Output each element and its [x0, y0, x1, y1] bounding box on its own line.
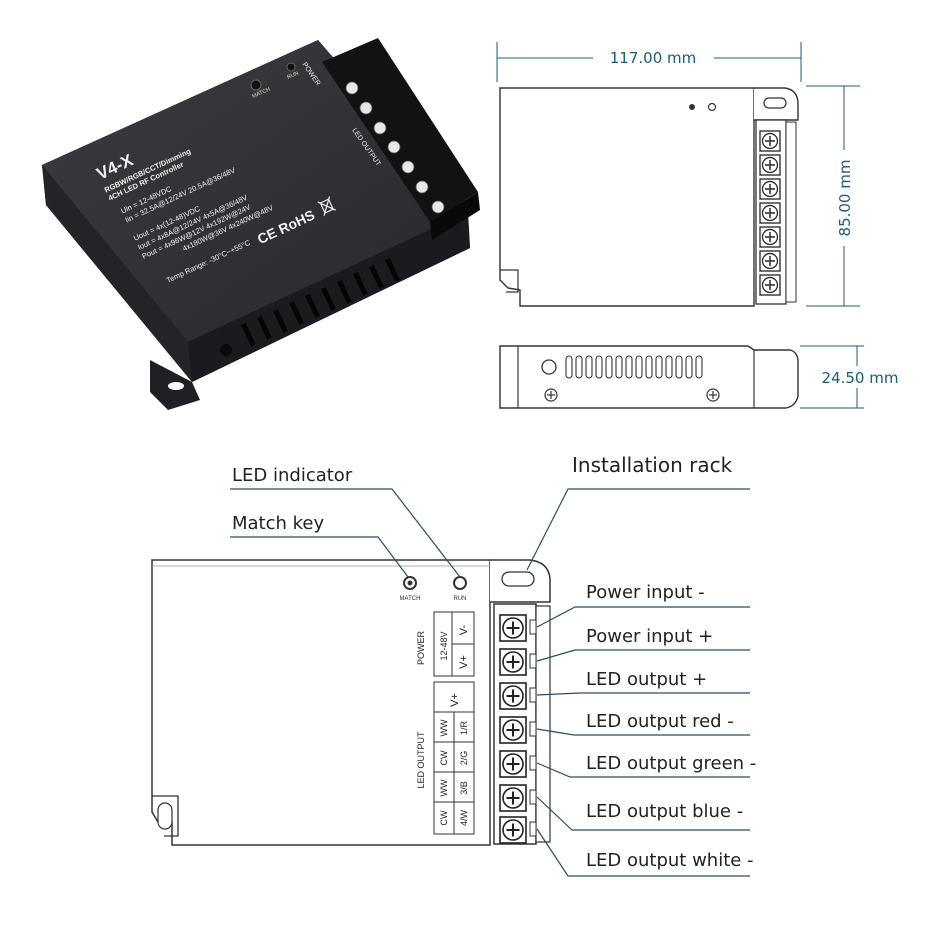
callout-led-indicator: LED indicator: [232, 465, 353, 486]
product-photo: MATCH RUN V4-X RGBW/RGB/CCT/Dimming 4CH …: [42, 38, 480, 410]
side-view-slots: [565, 355, 703, 379]
terminal-ch1: 1/R: [459, 721, 469, 736]
callout-led-output-blue: LED output blue -: [586, 801, 743, 822]
dimension-height: [806, 85, 860, 307]
callout-led-output-plus: LED output +: [586, 669, 707, 690]
dimension-width: [496, 42, 802, 82]
callout-power-input-plus: Power input +: [586, 626, 713, 647]
terminal-cw-1: CW: [439, 750, 449, 765]
top-view-body: [499, 87, 755, 307]
terminal-v-plus: V+: [458, 655, 470, 669]
match-button-3d: [250, 79, 262, 91]
diagram-match-label: MATCH: [400, 596, 421, 602]
side-hole: [220, 344, 232, 356]
top-view-led-hole: [707, 102, 717, 112]
weee-icon: [317, 196, 337, 216]
vent-slots: [241, 257, 400, 347]
diagram-led-indicator: [453, 576, 467, 590]
terminal-ww-1: WW: [439, 719, 449, 736]
terminal-power-range: 12-48V: [439, 631, 449, 660]
run-label-3d: RUN: [286, 70, 299, 80]
diagram-body: [151, 559, 491, 846]
terminal-power-label: POWER: [416, 631, 426, 666]
callout-leaders: [230, 488, 750, 877]
diagram-screws: [499, 614, 527, 844]
callout-led-output-red: LED output red -: [586, 711, 734, 732]
terminal-led-output-label: LED OUTPUT: [416, 731, 426, 789]
dimension-width-label: 117.00 mm: [610, 49, 696, 67]
side-view-hole: [541, 359, 557, 375]
terminal-label-table: [433, 611, 475, 835]
terminal-v-minus: V-: [458, 624, 470, 635]
terminal-ch2: 2/G: [459, 751, 469, 766]
terminal-cw-2: CW: [439, 810, 449, 825]
dimension-depth-label: 24.50 mm: [822, 369, 899, 387]
led-indicator-3d: [286, 62, 296, 72]
top-view-match-hole: [689, 104, 695, 110]
top-view-drawing: 117.00 mm 85.00 mm: [496, 42, 860, 307]
callout-led-output-white: LED output white -: [586, 850, 754, 871]
callout-match-key: Match key: [232, 513, 325, 534]
terminal-ch4: 4/W: [459, 810, 469, 827]
labeled-diagram: MATCH RUN POWER 12-48V V- V+ LED OUTPUT …: [151, 559, 551, 846]
terminal-block-3d: [322, 38, 480, 240]
terminal-ch3: 3/B: [459, 781, 469, 795]
mounting-hole: [168, 382, 184, 390]
callout-led-output-green: LED output green -: [586, 753, 756, 774]
top-view-screws: [759, 130, 781, 296]
terminal-led-v-plus: V+: [449, 693, 461, 707]
callout-power-input-minus: Power input -: [586, 582, 705, 603]
side-view-drawing: 24.50 mm: [499, 345, 899, 409]
diagram-run-label: RUN: [454, 596, 467, 602]
dimension-depth: [800, 345, 864, 409]
dimension-height-label: 85.00 mm: [836, 160, 854, 237]
terminal-ww-2: WW: [439, 779, 449, 796]
callout-installation-rack: Installation rack: [572, 453, 733, 477]
